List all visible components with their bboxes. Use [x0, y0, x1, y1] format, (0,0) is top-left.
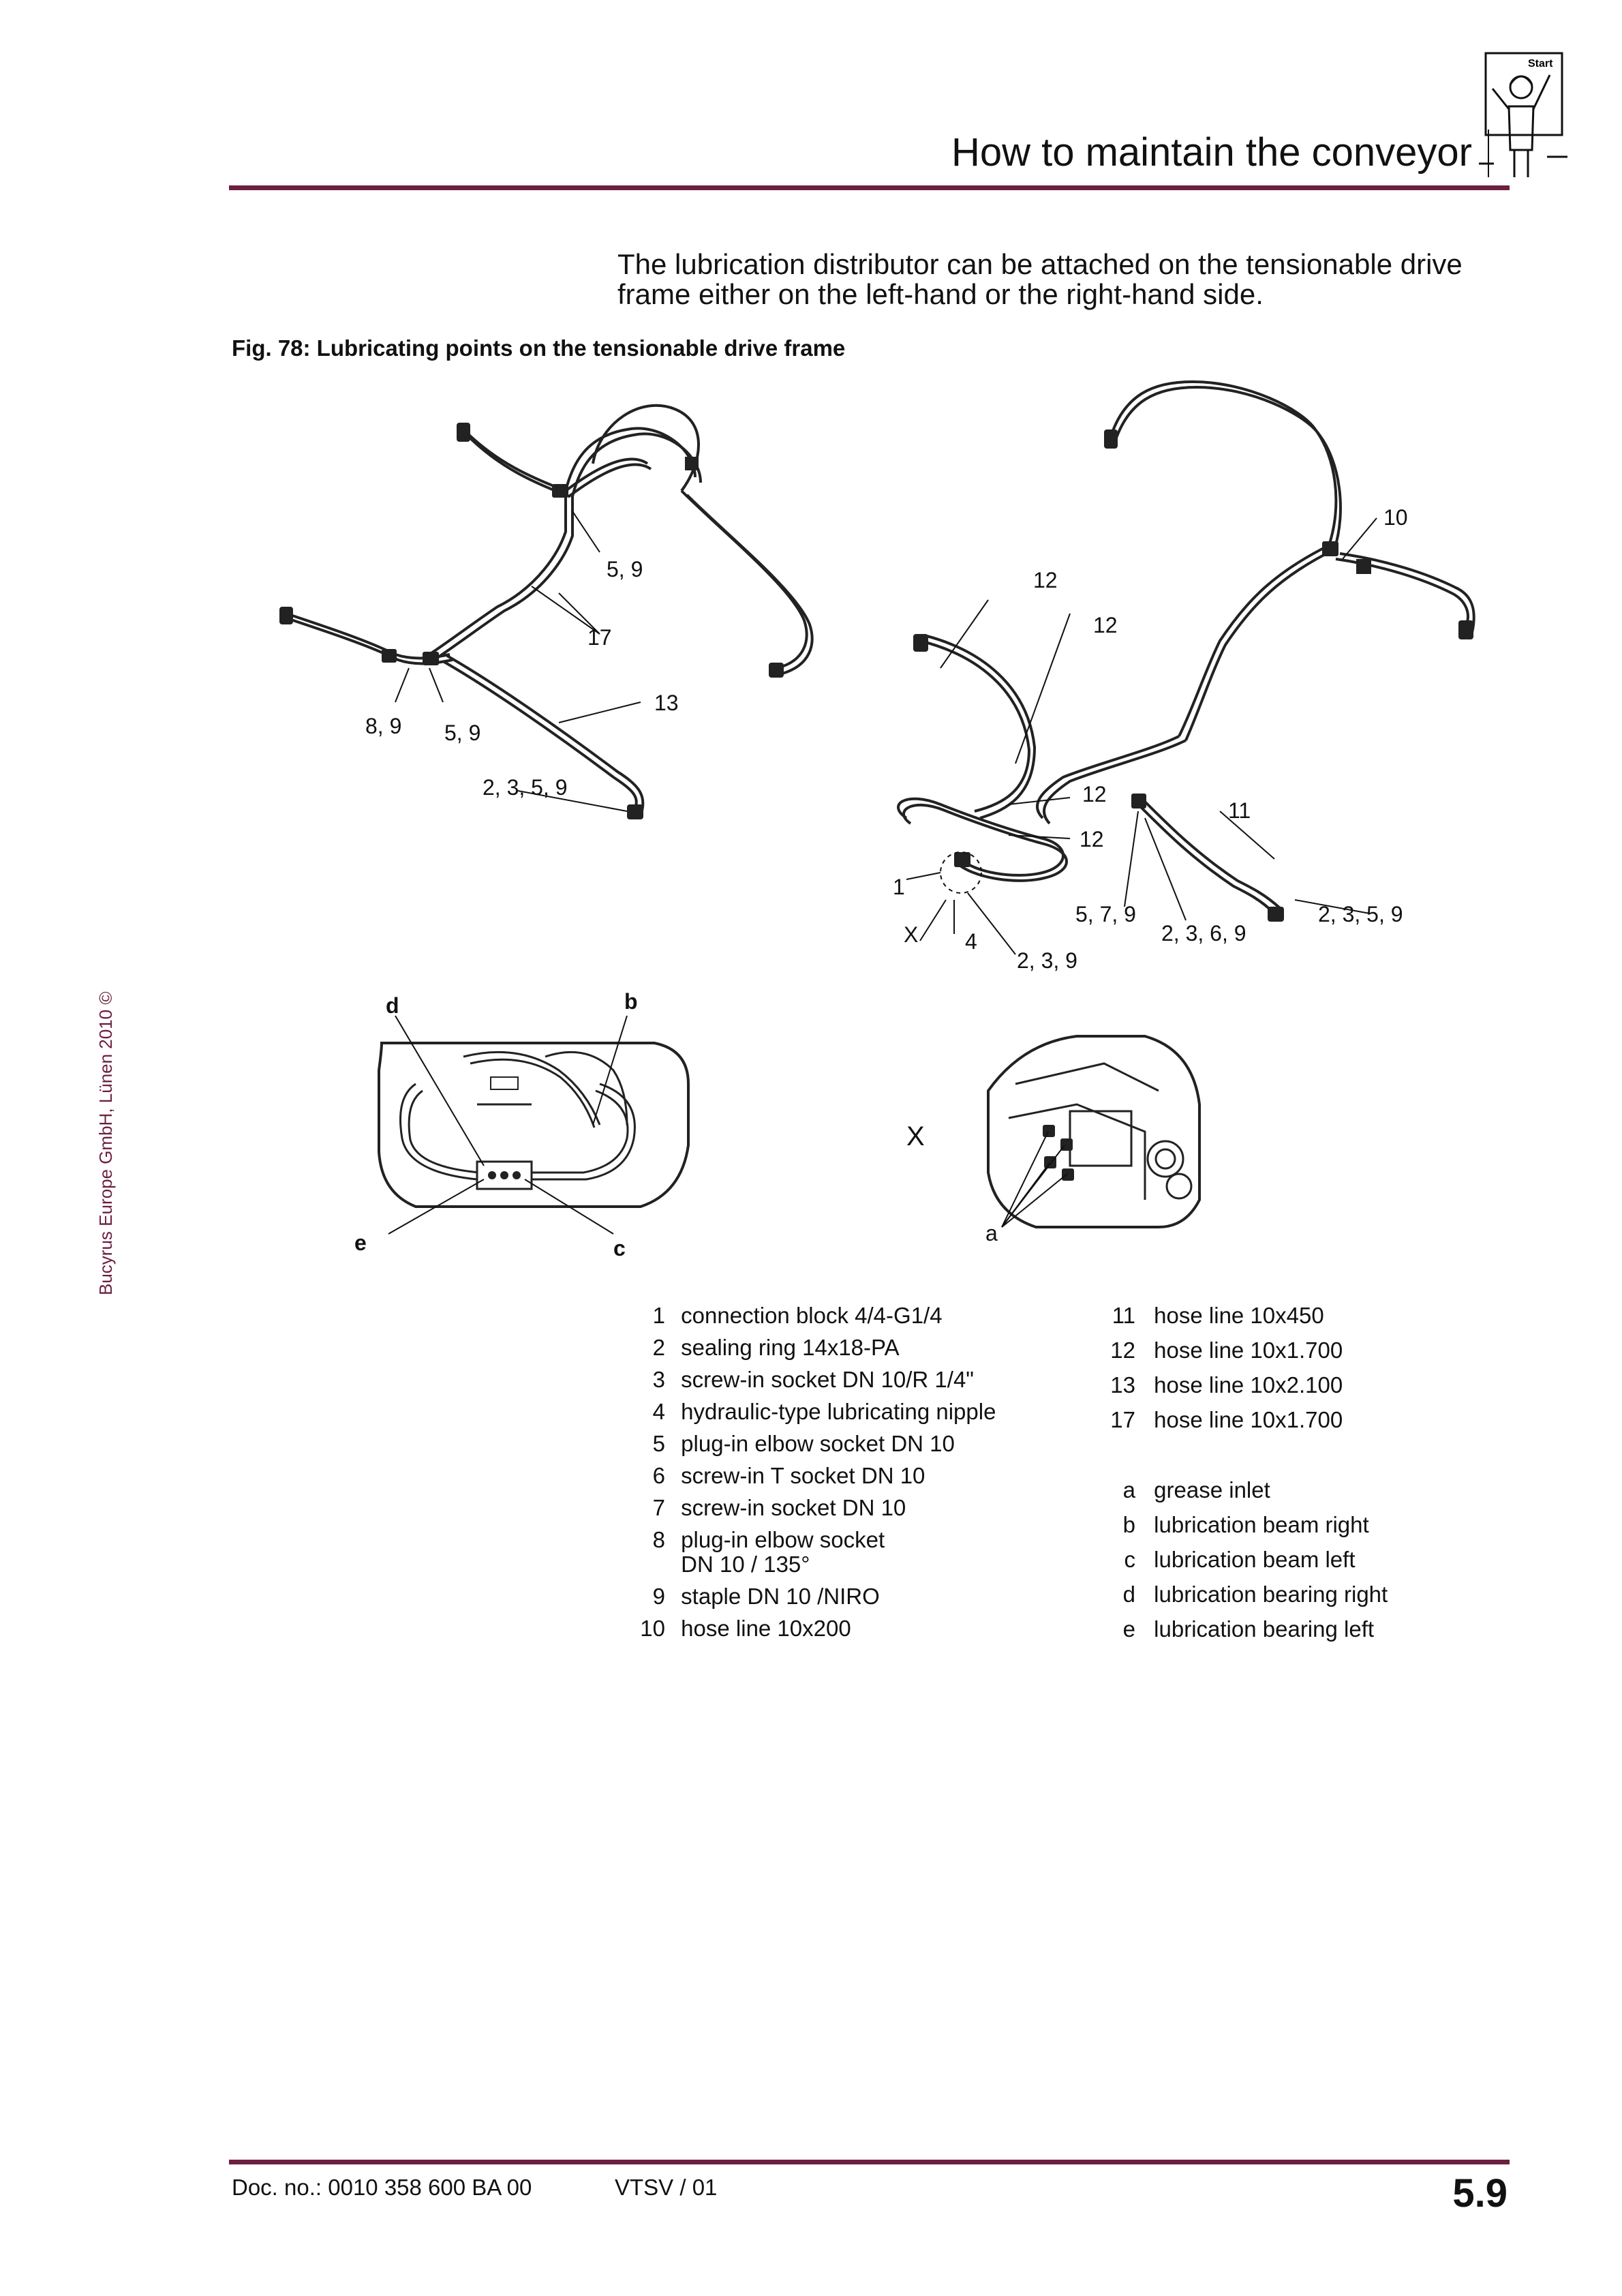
legend-item-b: b lubrication beam right	[1122, 1512, 1369, 1537]
legend-item-8-line1: plug-in elbow socket	[681, 1527, 885, 1552]
callout-right-2-3-9: 2, 3, 9	[1017, 948, 1077, 973]
callout-left-5-9: 5, 9	[444, 721, 480, 745]
legend-item-c: c lubrication beam left	[1124, 1547, 1356, 1572]
lubrication-beam-detail-drawing: d b e c	[354, 989, 690, 1260]
page-header-title: How to maintain the conveyor	[951, 130, 1472, 175]
legend-item-5: 5 plug-in elbow socket DN 10	[652, 1431, 955, 1456]
footer-version: VTSV / 01	[615, 2175, 718, 2200]
callout-left-5-9-top: 5, 9	[607, 557, 643, 581]
callout-right-12-d: 12	[1080, 827, 1104, 851]
callout-right-2-3-5-9: 2, 3, 5, 9	[1318, 902, 1403, 926]
figure-caption: Fig. 78: Lubricating points on the tensi…	[232, 335, 846, 361]
legend-item-d: d lubrication bearing right	[1122, 1582, 1388, 1607]
legend-item-e: e lubrication bearing left	[1122, 1616, 1375, 1642]
callout-right-x: X	[904, 922, 918, 947]
maintenance-worker-icon: Start	[1479, 52, 1567, 177]
callout-right-12-c: 12	[1082, 782, 1107, 806]
legend-item-8: 8 plug-in elbow socket DN 10 / 135°	[652, 1527, 885, 1577]
header-rule	[229, 185, 1510, 190]
callout-left-17: 17	[587, 625, 612, 650]
legend-item-10: 10 hose line 10x200	[640, 1616, 851, 1641]
callout-right-12-a: 12	[1033, 568, 1058, 592]
callout-a: a	[985, 1221, 998, 1245]
callout-right-11: 11	[1228, 798, 1251, 823]
legend-item-11: 11 hose line 10x450	[1112, 1303, 1324, 1328]
right-hose-assembly-drawing: 10 12 12 12 12 11 1 X 4 2, 3, 9 5, 7, 9 …	[893, 380, 1475, 973]
legend-item-2: 2 sealing ring 14x18-PA	[652, 1335, 900, 1360]
legend-item-12: 12 hose line 10x1.700	[1110, 1338, 1343, 1363]
page-number: 5.9	[1452, 2171, 1508, 2216]
callout-e: e	[354, 1230, 367, 1255]
callout-right-5-7-9: 5, 7, 9	[1075, 902, 1136, 926]
start-label: Start	[1528, 58, 1553, 70]
footer-rule	[229, 2160, 1510, 2164]
callout-right-1: 1	[893, 875, 905, 899]
detail-x-grease-inlet-drawing: X a	[906, 1035, 1201, 1245]
callout-d: d	[386, 993, 399, 1018]
callout-right-10: 10	[1383, 505, 1408, 530]
callout-left-2-3-5-9: 2, 3, 5, 9	[483, 775, 568, 800]
legend-item-1: 1 connection block 4/4-G1/4	[652, 1303, 943, 1328]
detail-x-label: X	[906, 1121, 925, 1151]
intro-paragraph: The lubrication distributor can be attac…	[617, 248, 1463, 310]
callout-c: c	[613, 1236, 626, 1260]
callout-right-12-b: 12	[1093, 613, 1118, 637]
legend-item-13: 13 hose line 10x2.100	[1110, 1372, 1343, 1398]
callout-left-13: 13	[654, 691, 679, 715]
legend-item-a: a grease inlet	[1122, 1477, 1270, 1502]
copyright-notice: Bucyrus Europe GmbH, Lünen 2010 ©	[95, 991, 116, 1295]
legend-item-3: 3 screw-in socket DN 10/R 1/4"	[652, 1367, 975, 1392]
left-hose-assembly-drawing: 5, 9 17 13 8, 9 5, 9 2, 3, 5, 9	[279, 404, 814, 819]
callout-right-2-3-6-9: 2, 3, 6, 9	[1161, 921, 1246, 946]
legend-item-7: 7 screw-in socket DN 10	[652, 1495, 906, 1520]
callout-b: b	[624, 989, 638, 1014]
legend-item-9: 9 staple DN 10 /NIRO	[652, 1584, 880, 1609]
legend-item-4: 4 hydraulic-type lubricating nipple	[652, 1399, 996, 1424]
legend-item-8-line2: DN 10 / 135°	[681, 1552, 810, 1577]
legend-item-6: 6 screw-in T socket DN 10	[652, 1463, 925, 1488]
footer-doc-number: Doc. no.: 0010 358 600 BA 00	[232, 2175, 532, 2200]
callout-right-4: 4	[965, 929, 977, 954]
callout-left-8-9: 8, 9	[365, 714, 401, 738]
legend-item-17: 17 hose line 10x1.700	[1110, 1407, 1343, 1432]
